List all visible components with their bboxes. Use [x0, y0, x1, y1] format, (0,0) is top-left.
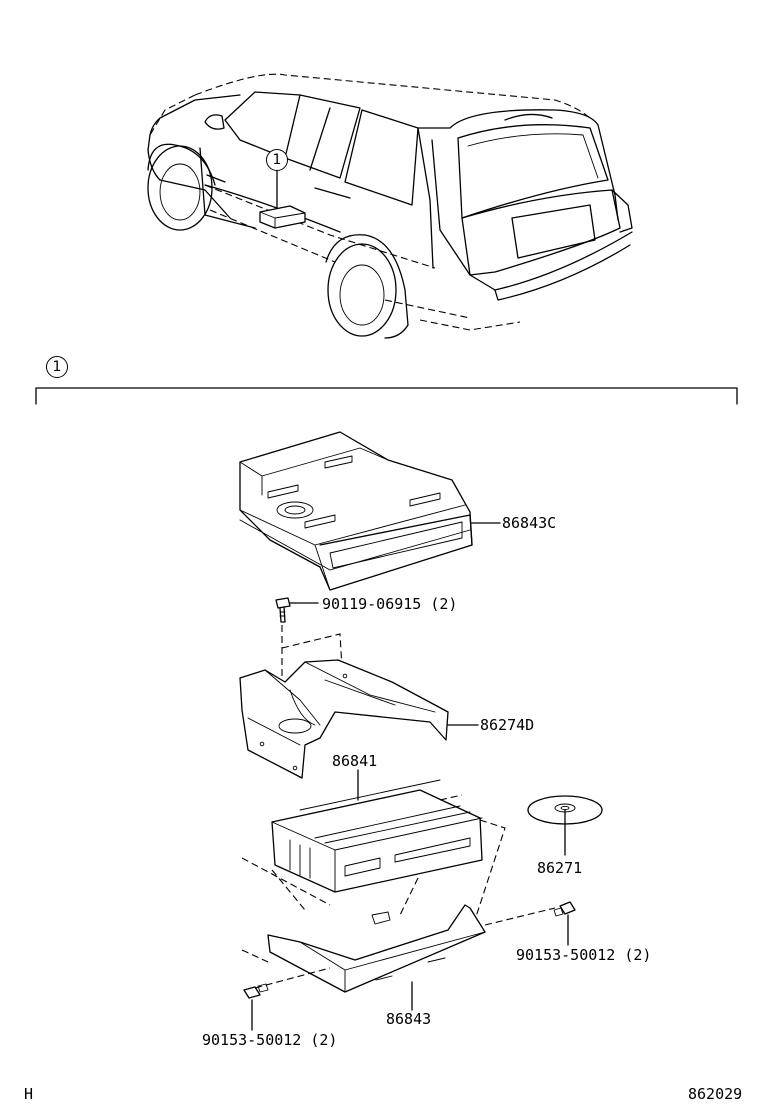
amplifier-86841 — [271, 769, 483, 893]
tray-86843 — [241, 819, 556, 1011]
bolt-90119 — [275, 597, 319, 680]
footer-diagram-number: 862029 — [688, 1085, 743, 1103]
label-90153-50012-left: 90153-50012 (2) — [202, 1031, 338, 1049]
group-bracket — [35, 387, 738, 405]
vehicle-illustration — [147, 73, 633, 339]
label-86843c: 86843C — [502, 514, 557, 532]
cover-86843c — [239, 431, 501, 591]
disc-86271 — [527, 795, 603, 856]
bracket-86274d — [239, 633, 479, 779]
bolt-90153-left — [243, 983, 269, 1031]
footer-left-code: H — [24, 1085, 34, 1103]
label-86274d: 86274D — [480, 716, 535, 734]
label-86841: 86841 — [332, 752, 378, 770]
callout-1-vehicle: 1 — [266, 149, 288, 171]
bolt-90153-right — [553, 901, 576, 946]
label-86271: 86271 — [537, 859, 583, 877]
label-90153-50012-right: 90153-50012 (2) — [516, 946, 652, 964]
label-86843: 86843 — [386, 1010, 432, 1028]
callout-1-group: 1 — [46, 356, 68, 378]
label-90119-06915: 90119-06915 (2) — [322, 595, 458, 613]
